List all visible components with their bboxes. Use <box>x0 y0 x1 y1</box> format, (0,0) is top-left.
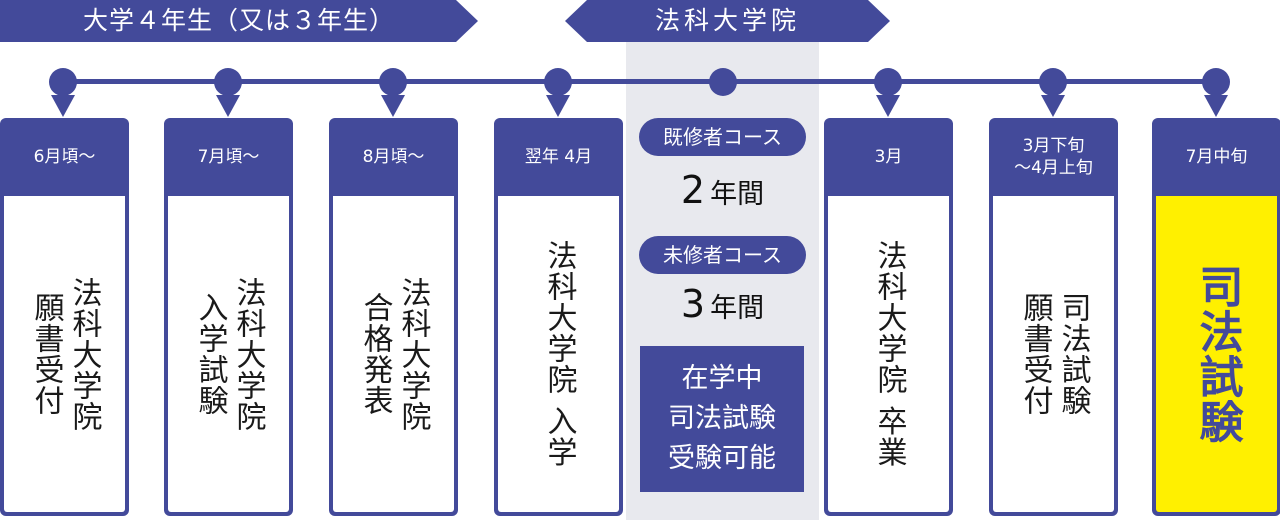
timeline-dot <box>709 68 737 96</box>
phase-lawschool-arrow: 法科大学院 <box>565 0 890 42</box>
step-text: 司法試験 <box>1055 292 1091 416</box>
step-date: 翌年 4月 <box>524 147 593 167</box>
card-pointer <box>51 95 75 117</box>
step-text: 司法試験 <box>1191 264 1243 444</box>
step-date: 8月頃〜 <box>362 147 425 167</box>
step-card-results: 8月頃〜 法科大学院 合格発表 <box>329 118 458 516</box>
card-pointer <box>381 95 405 117</box>
step-date: 3月 <box>874 147 903 167</box>
duration-unit: 年間 <box>710 179 765 210</box>
timeline-line <box>63 79 1215 84</box>
step-text: 願書受付 <box>1017 292 1053 416</box>
card-pointer <box>216 95 240 117</box>
step-text: 入学試験 <box>192 292 228 416</box>
duration-years: 2 <box>680 168 706 212</box>
phase-undergrad-arrow: 大学４年生（又は３年生） <box>0 0 478 42</box>
step-card-bar-application: 3月下旬 〜4月上旬 司法試験 願書受付 <box>989 118 1118 516</box>
note-line: 司法試験 <box>668 403 776 434</box>
step-date: 7月頃〜 <box>197 147 260 167</box>
step-text: 法科大学院 <box>395 276 431 432</box>
step-text: 法科大学院 <box>230 276 266 432</box>
course-experienced-duration: 2 年間 <box>626 168 819 212</box>
duration-years: 3 <box>680 282 706 326</box>
card-pointer <box>876 95 900 117</box>
step-text: 合格発表 <box>357 292 393 416</box>
card-pointer <box>1041 95 1065 117</box>
phase-undergrad-label: 大学４年生（又は３年生） <box>82 6 395 35</box>
note-line: 受験可能 <box>668 443 776 474</box>
course-experienced-badge: 既修者コース <box>639 118 806 156</box>
step-date: 3月下旬 〜4月上旬 <box>1014 136 1093 178</box>
timeline-dot <box>49 68 77 96</box>
course-inexperienced-badge: 未修者コース <box>639 236 806 274</box>
step-card-bar-exam: 7月中旬 司法試験 <box>1152 118 1280 516</box>
timeline-dot <box>214 68 242 96</box>
step-text: 願書受付 <box>28 292 64 416</box>
timeline-dot <box>1202 68 1230 96</box>
timeline-dot <box>379 68 407 96</box>
timeline-dot <box>1039 68 1067 96</box>
step-card-application: 6月頃〜 法科大学院 願書受付 <box>0 118 129 516</box>
card-pointer <box>546 95 570 117</box>
duration-unit: 年間 <box>710 293 765 324</box>
card-pointer <box>1204 95 1228 117</box>
step-date: 6月頃〜 <box>33 147 96 167</box>
step-card-entrance-exam: 7月頃〜 法科大学院 入学試験 <box>164 118 293 516</box>
timeline-dot <box>544 68 572 96</box>
note-line: 在学中 <box>681 363 763 394</box>
exam-while-enrolled-note: 在学中 司法試験 受験可能 <box>640 346 804 492</box>
step-text: 法科大学院 入学 <box>541 240 577 468</box>
step-date: 7月中旬 <box>1185 147 1248 167</box>
step-card-graduation: 3月 法科大学院 卒業 <box>824 118 953 516</box>
step-text: 法科大学院 <box>66 276 102 432</box>
step-text: 法科大学院 卒業 <box>871 240 907 468</box>
course-inexperienced-duration: 3 年間 <box>626 282 819 326</box>
phase-lawschool-label: 法科大学院 <box>654 6 800 35</box>
step-card-enrollment: 翌年 4月 法科大学院 入学 <box>494 118 623 516</box>
timeline-dot <box>874 68 902 96</box>
